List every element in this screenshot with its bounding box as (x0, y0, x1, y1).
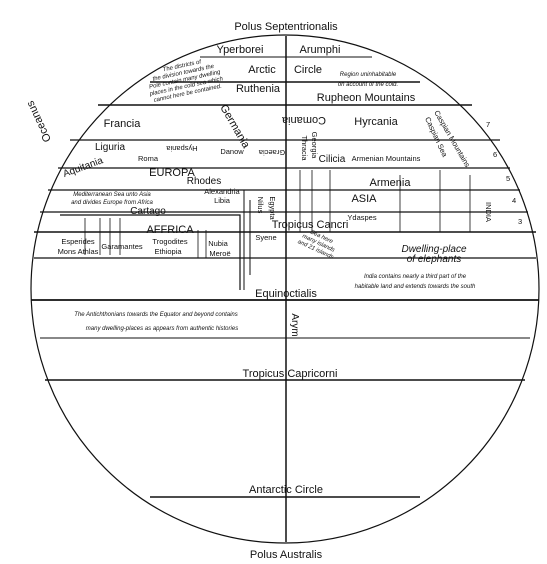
place-liguria: Liguria (95, 142, 125, 153)
svg-text:many dwelling-places as appear: many dwelling-places as appears from aut… (86, 326, 238, 332)
place-comania: Comania (281, 114, 326, 126)
africa-boundary (60, 214, 241, 290)
pole-north-label: Polus Septentrionalis (234, 21, 338, 33)
zone-meridian-arym: Arym (289, 313, 300, 336)
svg-text:and divides Europe from Africa: and divides Europe from Africa (71, 200, 153, 206)
svg-text:India contains nearly a third: India contains nearly a third part of th… (364, 274, 467, 280)
place-syene: Syene (255, 233, 276, 242)
place-ethiopia: Ethiopia (154, 247, 182, 256)
place-arumphi: Arumphi (300, 44, 341, 56)
place-dwelling-elephants: Dwelling-place (401, 244, 466, 255)
place-ydaspes: Ydaspes (347, 213, 376, 222)
place-roma: Roma (138, 154, 159, 163)
place-germania: Germania (217, 103, 252, 152)
note-antichthones: The Antichthonians towards the Equator a… (74, 312, 238, 332)
africa-strips (84, 218, 207, 258)
zone-tropic-cancer: Tropicus Cancri (272, 219, 349, 231)
place-hyrcania: Hyrcania (354, 116, 398, 128)
clime-5: 5 (506, 174, 510, 183)
svg-text:The Antichthonians towards the: The Antichthonians towards the Equator a… (74, 312, 238, 318)
clime-6: 6 (493, 150, 497, 159)
place-thracia: Thracia (300, 135, 309, 161)
place-cilicia: Cilicia (319, 154, 346, 165)
place-armenia: Armenia (370, 177, 412, 189)
place-meroe: Meroë (209, 249, 230, 258)
globe-outline (30, 34, 540, 544)
place-nubia: Nubia (208, 239, 228, 248)
place-esperides: Esperides (61, 237, 95, 246)
svg-text:Region uninhabitable: Region uninhabitable (340, 72, 397, 78)
india-boundary (399, 170, 471, 232)
place-yperborei: Yperborei (217, 44, 264, 56)
place-europa: EUROPA (149, 167, 195, 179)
place-georgia: Georgia (310, 132, 319, 160)
svg-text:Mediterranean Sea unto Asia: Mediterranean Sea unto Asia (73, 192, 151, 198)
place-trogodites: Trogodites (152, 237, 187, 246)
zone-tropic-capricorn: Tropicus Capricorni (243, 368, 338, 380)
place-hyspania: Hyspania (166, 144, 198, 153)
note-india: India contains nearly a third part of th… (355, 274, 476, 290)
place-libia: Libia (214, 196, 231, 205)
svg-text:on account of the cold.: on account of the cold. (338, 82, 398, 88)
note-north-cold: Region uninhabitable on account of the c… (338, 72, 398, 88)
place-of-elephants: of elephants (407, 254, 462, 265)
place-ruthenia: Ruthenia (236, 83, 281, 95)
place-mons-athlas: Mons Athlas (58, 247, 99, 256)
place-graecia: Graecia (258, 148, 285, 157)
place-africa: AFFRICA (146, 224, 194, 236)
zone-equinoctialis: Equinoctialis (255, 288, 317, 300)
place-rhodes: Rhodes (187, 176, 221, 187)
clime-7: 7 (486, 120, 490, 129)
place-india-label: INDIA (484, 202, 493, 222)
nile-boundary (243, 190, 251, 290)
place-aquitania: Aquitania (62, 155, 105, 180)
place-egypta: Egypta (268, 196, 277, 220)
zone-antarctic-circle: Antarctic Circle (249, 484, 323, 496)
zone-circle-label: Circle (294, 64, 322, 76)
place-garamantes: Garamantes (101, 242, 143, 251)
place-francia: Francia (104, 118, 142, 130)
clime-3: 3 (518, 217, 522, 226)
place-alexandria: Alexandria (204, 187, 240, 196)
place-nilus: Nilus (256, 197, 265, 214)
svg-text:habitable land and extends tow: habitable land and extends towards the s… (355, 284, 476, 290)
pole-south-label: Polus Australis (250, 549, 323, 561)
note-mediterranean: Mediterranean Sea unto Asia and divides … (71, 192, 153, 206)
zone-arctic-label: Arctic (248, 64, 276, 76)
place-oceanus: Oceanus (24, 98, 54, 143)
place-cartago: Cartago (130, 206, 166, 217)
asia-boundary (299, 170, 331, 232)
note-north-districts: The districts of the division towards th… (148, 59, 224, 104)
place-danow: Danow (220, 147, 244, 156)
place-asia: ASIA (351, 193, 377, 205)
place-rupheon-mountains: Rupheon Mountains (317, 92, 416, 104)
place-armenian-mountains: Armenian Mountains (352, 154, 421, 163)
clime-4: 4 (512, 196, 516, 205)
